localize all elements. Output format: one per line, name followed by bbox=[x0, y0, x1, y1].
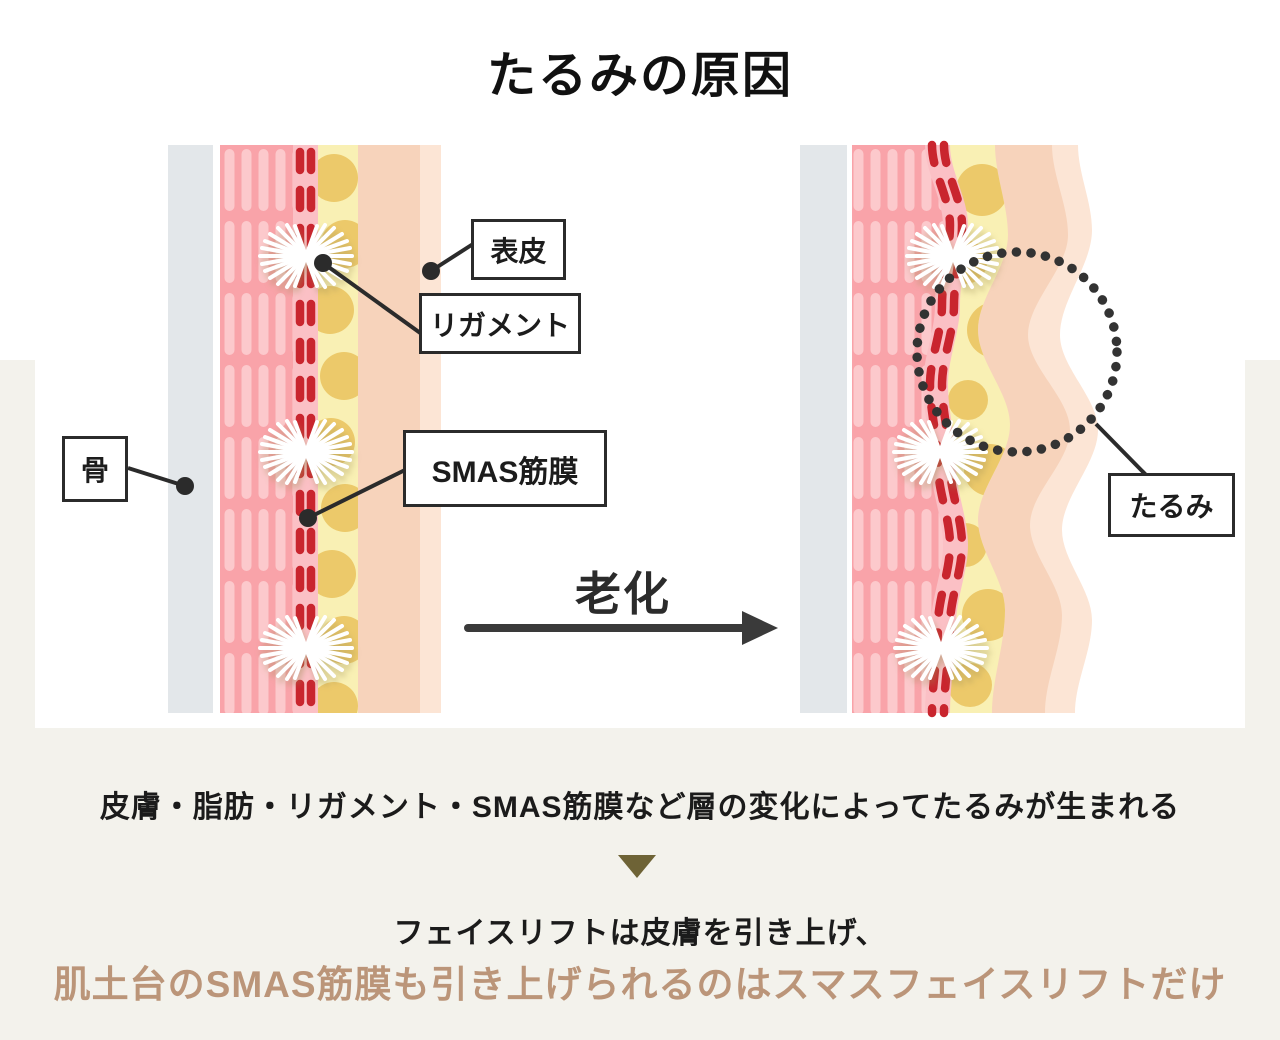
caption-smas-facelift: 肌土台のSMAS筋膜も引き上げられるのはスマスフェイスリフトだけ bbox=[53, 964, 1227, 1005]
leader-lines bbox=[127, 242, 1150, 527]
ligament-label: リガメント bbox=[429, 309, 570, 341]
dermis-layer bbox=[358, 145, 420, 713]
sagging-highlight-dotted-circle bbox=[912, 247, 1122, 457]
smas-dashed-line-sagging bbox=[925, 140, 955, 718]
muscle-layer-sagging bbox=[852, 145, 943, 713]
label-box-ligament: リガメント bbox=[419, 293, 581, 354]
bone-label: 骨 bbox=[80, 455, 109, 486]
caption-cause: 皮膚・脂肪・リガメント・SMAS筋膜など層の変化によってたるみが生まれる bbox=[99, 791, 1181, 824]
aging-arrow bbox=[464, 611, 778, 645]
bone-layer bbox=[800, 145, 847, 713]
page-title: たるみの原因 bbox=[486, 49, 793, 103]
bone-layer bbox=[168, 145, 213, 713]
epidermis-label: 表皮 bbox=[490, 235, 547, 267]
epidermis-layer bbox=[420, 145, 441, 713]
label-box-sagging: たるみ bbox=[1108, 473, 1235, 537]
label-box-bone: 骨 bbox=[62, 436, 128, 502]
down-triangle-icon bbox=[618, 855, 656, 878]
left-skin-diagram bbox=[168, 145, 441, 718]
caption-facelift: フェイスリフトは皮膚を引き上げ、 bbox=[393, 917, 887, 950]
aging-label: 老化 bbox=[575, 568, 671, 620]
label-box-epidermis: 表皮 bbox=[471, 219, 566, 280]
right-skin-diagram bbox=[800, 140, 1122, 718]
sagging-label: たるみ bbox=[1129, 491, 1214, 522]
smas-label: SMAS筋膜 bbox=[431, 455, 579, 489]
label-box-smas: SMAS筋膜 bbox=[403, 430, 607, 507]
